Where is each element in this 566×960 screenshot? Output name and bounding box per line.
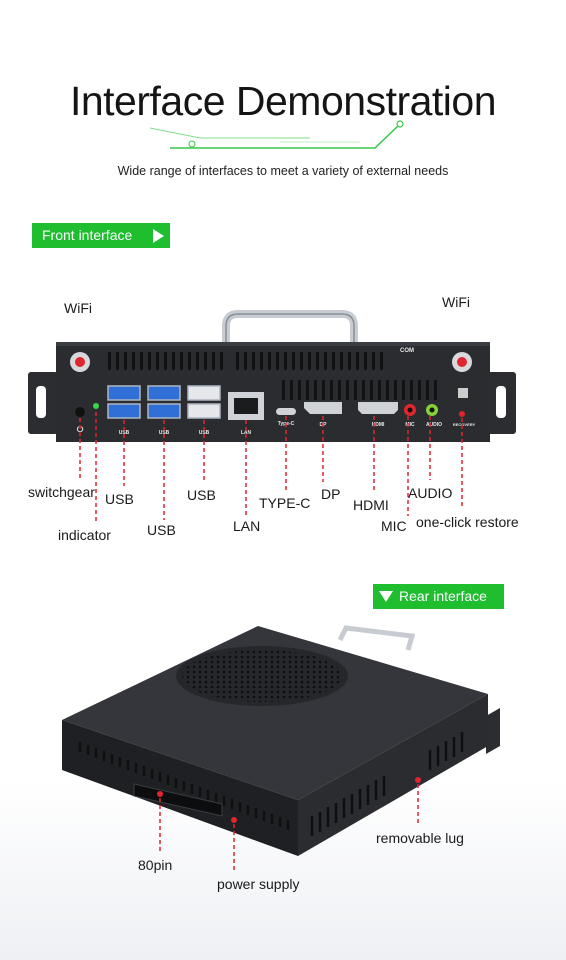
recovery-button xyxy=(459,411,465,417)
mic-label: MIC xyxy=(381,518,407,534)
panel-label-lan: LAN xyxy=(241,430,252,436)
usb-label-2: USB xyxy=(147,522,176,538)
rear-callout-lines xyxy=(159,784,419,870)
panel-label-hdmi: HDMI xyxy=(372,422,385,428)
rear-device-illustration xyxy=(62,625,500,870)
panel-label-usb-2: USB xyxy=(159,430,170,436)
usb-label-1: USB xyxy=(105,491,134,507)
svg-text:⏻: ⏻ xyxy=(77,425,84,434)
80pin-label: 80pin xyxy=(138,857,173,873)
play-arrow-icon xyxy=(153,229,164,243)
switchgear-label: switchgear xyxy=(28,484,95,500)
chassis-right-face xyxy=(298,694,488,856)
typec-port xyxy=(276,408,296,415)
rear-interface-tag: Rear interface xyxy=(373,584,504,609)
power-supply-label: power supply xyxy=(217,876,300,892)
hdmi-port xyxy=(358,402,398,414)
panel-label-recovery: RECOVERY xyxy=(453,422,476,427)
removable-lug-label: removable lug xyxy=(376,830,464,846)
page-title: Interface Demonstration xyxy=(69,78,497,124)
chassis-left-face xyxy=(62,720,298,856)
front-interface-tag-label: Front interface xyxy=(42,227,133,243)
indicator-label: indicator xyxy=(58,527,111,543)
panel-label-mic: MIC xyxy=(405,422,415,428)
page-subtitle: Wide range of interfaces to meet a varie… xyxy=(117,164,449,178)
rear-interface-tag-label: Rear interface xyxy=(399,588,487,604)
panel-label-usb-1: USB xyxy=(119,430,130,436)
wifi-right-label: WiFi xyxy=(442,294,470,310)
audio-label: AUDIO xyxy=(408,485,453,501)
panel-label-usb-3: USB xyxy=(199,430,210,436)
restore-label: one-click restore xyxy=(416,514,519,530)
dp-label: DP xyxy=(321,486,341,502)
typec-label: TYPE-C xyxy=(259,495,311,511)
title-decoration-lines xyxy=(149,120,404,149)
indicator-led xyxy=(93,403,99,409)
front-callout-lines xyxy=(79,412,463,522)
hdmi-label: HDMI xyxy=(353,497,389,513)
front-panel-illustration: COM ⏻ USB USB USB LAN Type-C DP HDMI MIC… xyxy=(28,310,516,522)
com-panel-label: COM xyxy=(400,348,414,354)
chassis-top xyxy=(62,626,488,800)
usb-label-3: USB xyxy=(187,487,216,503)
80pin-connector xyxy=(133,783,223,817)
wifi-left-label: WiFi xyxy=(64,300,92,316)
panel-label-audio: AUDIO xyxy=(426,422,442,428)
front-interface-tag: Front interface xyxy=(32,223,170,248)
power-button xyxy=(75,407,85,417)
down-arrow-icon xyxy=(379,591,393,602)
lan-label: LAN xyxy=(233,518,261,534)
dp-port xyxy=(304,402,342,414)
